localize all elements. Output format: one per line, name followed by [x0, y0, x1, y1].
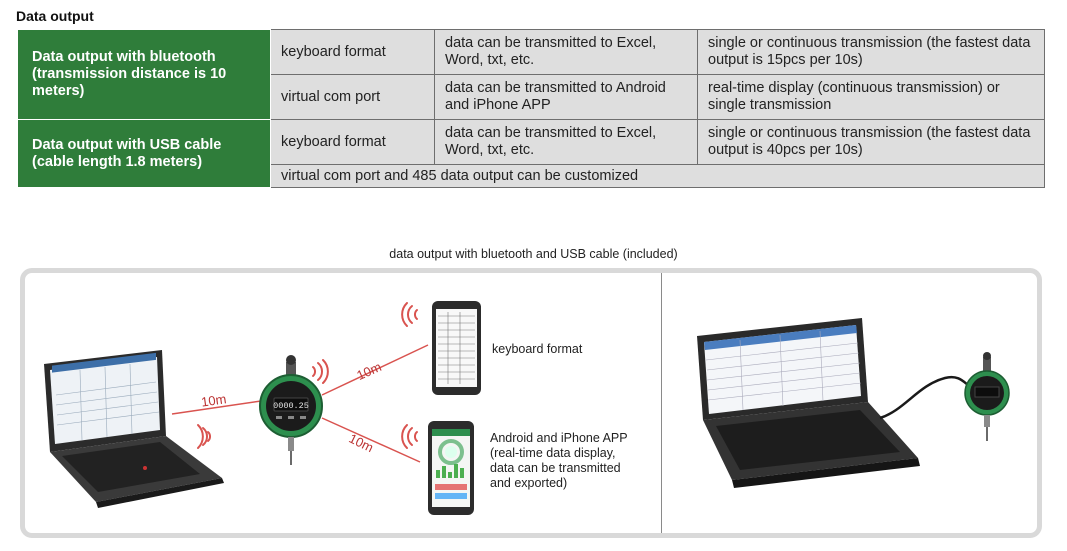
mode-cell: virtual com port [270, 74, 435, 120]
transmit-cell: data can be transmitted to Android and i… [434, 74, 698, 120]
diagram-panel [20, 268, 1042, 538]
phone-app-icon [428, 421, 474, 515]
table-row: Data output with USB cable (cable length… [17, 119, 1045, 188]
table-row: Data output with bluetooth (transmission… [17, 29, 1045, 120]
gauge-reading: 0000.25 [273, 401, 309, 411]
mode-cell: keyboard format [270, 119, 435, 165]
distance-label-laptop: 10m [200, 391, 227, 409]
wireless-signal-icon [401, 302, 418, 327]
digital-indicator-icon: 0000.25 [259, 355, 323, 465]
diagram-caption: data output with bluetooth and USB cable… [389, 247, 678, 261]
app-label-line: Android and iPhone APP [490, 431, 628, 445]
keyboard-format-label: keyboard format [492, 342, 583, 356]
detail-cell: real-time display (continuous transmissi… [697, 74, 1045, 120]
digital-indicator-usb-icon [964, 352, 1010, 441]
transmit-cell: data can be transmitted to Excel, Word, … [434, 119, 698, 165]
table-row: virtual com port and 485 data output can… [18, 164, 1045, 188]
footer-note-cell: virtual com port and 485 data output can… [270, 164, 1045, 188]
app-label-line: and exported) [490, 476, 568, 490]
distance-label-phone-top: 10m [354, 359, 383, 383]
wireless-signal-icon [401, 424, 418, 449]
panel-divider [661, 273, 662, 533]
mode-cell: keyboard format [270, 29, 435, 75]
detail-cell: single or continuous transmission (the f… [697, 29, 1045, 75]
distance-label-phone-bottom: 10m [347, 431, 376, 456]
laptop-usb-icon [697, 318, 973, 488]
phone-spreadsheet-icon [432, 301, 481, 395]
laptop-wireless-icon [44, 350, 224, 508]
app-label-line: data can be transmitted [490, 461, 621, 475]
detail-cell: single or continuous transmission (the f… [697, 119, 1045, 165]
app-label: Android and iPhone APP (real-time data d… [490, 431, 628, 491]
app-label-line: (real-time data display, [490, 446, 616, 460]
wireless-signal-icon [197, 424, 211, 449]
table-row: virtual com port data can be transmitted… [18, 74, 1045, 120]
wireless-signal-icon [312, 359, 329, 384]
data-output-table: Data output with bluetooth (transmission… [17, 29, 1045, 188]
bluetooth-label-cell: Data output with bluetooth (transmission… [17, 29, 271, 120]
link-line-phone-bottom [321, 417, 421, 463]
usb-label-cell: Data output with USB cable (cable length… [17, 119, 271, 188]
transmit-cell: data can be transmitted to Excel, Word, … [434, 29, 698, 75]
link-line-laptop [171, 399, 269, 415]
section-title: Data output [16, 8, 94, 24]
link-line-phone-top [321, 344, 429, 396]
